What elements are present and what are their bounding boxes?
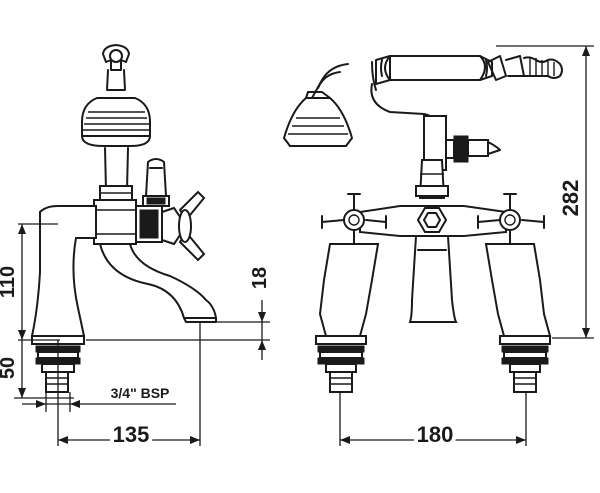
dim-thread: 3/4" BSP [22,385,176,412]
dim-spout-height: 110 [0,223,60,341]
dim-base-height: 50 [0,340,74,399]
side-spout [99,243,217,323]
dim-projection: 135 [57,322,201,451]
front-hose [487,55,563,81]
side-tap-column [30,205,97,337]
dim-overall-height-label: 282 [558,180,583,217]
side-shower-head [81,97,151,147]
side-diverter-lever [142,158,170,207]
dim-spout-rise: 18 [86,267,271,360]
front-handset [375,55,493,85]
side-view [30,44,217,393]
front-diverter-connector [445,135,501,163]
dim-spout-rise-label: 18 [249,267,271,289]
dim-centres-label: 180 [417,422,454,447]
side-cross-handle [161,190,206,262]
front-view [282,55,563,393]
front-bridge [359,205,507,237]
dim-overall-height: 282 [496,45,594,339]
front-valve-column [415,159,449,199]
dim-spout-height-label: 110 [0,266,19,298]
front-shower-head [282,91,354,147]
dim-projection-label: 135 [113,422,150,447]
dim-base-height-label: 50 [0,357,19,379]
front-right-tap-body [484,243,552,393]
dim-centres: 180 [339,392,527,451]
front-left-tap-body [315,243,380,393]
side-body-column [99,147,133,201]
side-handset-cradle [102,44,130,91]
front-spout [408,235,458,323]
dim-thread-label: 3/4" BSP [111,385,170,401]
